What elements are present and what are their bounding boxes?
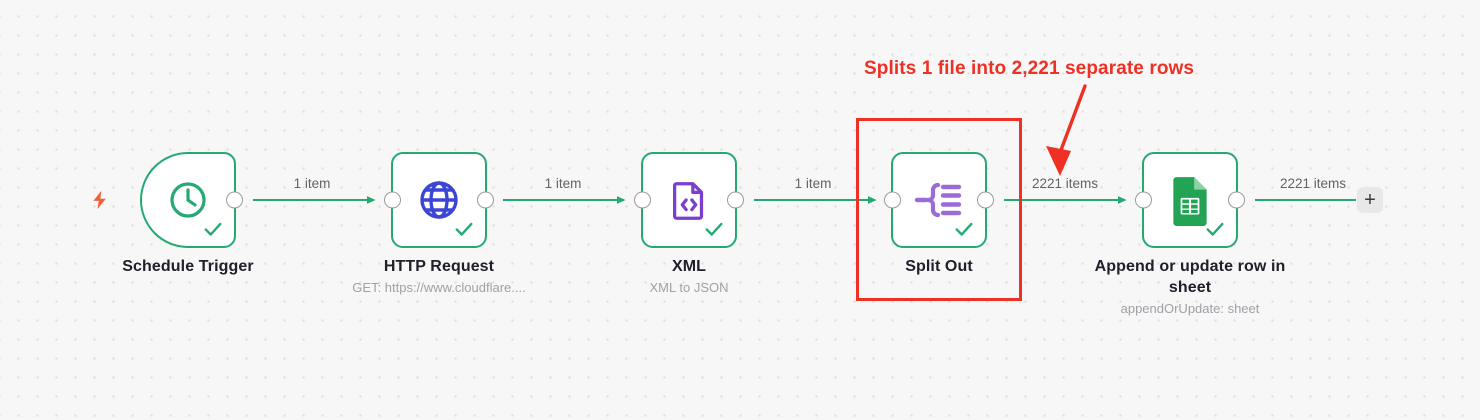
node-status-check-icon [703, 218, 725, 240]
add-node-button[interactable]: + [1357, 187, 1383, 213]
node-input-endpoint[interactable] [884, 191, 901, 209]
node-output-endpoint[interactable] [727, 191, 744, 209]
connection-label-1: 1 item [293, 176, 331, 191]
globe-icon [393, 174, 485, 226]
node-body[interactable] [884, 152, 994, 248]
node-output-endpoint[interactable] [1228, 191, 1245, 209]
node-body[interactable] [384, 152, 494, 248]
highlight-rectangle [856, 118, 1022, 301]
node-title: XML [671, 258, 707, 275]
google-sheets-icon [1144, 174, 1236, 226]
connection-label-4: 2221 items [1031, 176, 1099, 191]
node-body[interactable] [1135, 152, 1245, 248]
node-input-endpoint[interactable] [384, 191, 401, 209]
node-status-check-icon [453, 218, 475, 240]
node-status-check-icon [953, 218, 975, 240]
node-body[interactable] [634, 152, 744, 248]
node-split-out[interactable]: Split Out [884, 152, 994, 275]
node-schedule-trigger[interactable]: Schedule Trigger [122, 152, 254, 275]
node-subtitle: XML to JSON [649, 280, 729, 295]
node-subtitle: appendOrUpdate: sheet [1120, 301, 1260, 316]
node-output-endpoint[interactable] [226, 191, 243, 209]
split-out-icon [893, 174, 985, 226]
node-xml[interactable]: XML XML to JSON [634, 152, 744, 295]
node-body[interactable] [140, 152, 243, 248]
node-status-check-icon [202, 218, 224, 240]
node-output-endpoint[interactable] [477, 191, 494, 209]
annotation-arrow [1046, 84, 1087, 176]
node-append-or-update-row-in-sheet[interactable]: Append or update row in sheet appendOrUp… [1095, 152, 1285, 316]
node-title: Schedule Trigger [122, 258, 254, 275]
node-output-endpoint[interactable] [977, 191, 994, 209]
lightning-bolt-icon [90, 188, 110, 212]
connection-label-2: 1 item [544, 176, 582, 191]
node-input-endpoint[interactable] [1135, 191, 1152, 209]
node-title: HTTP Request [383, 258, 495, 275]
node-http-request[interactable]: HTTP Request GET: https://www.cloudflare… [352, 152, 526, 295]
connection-label-3: 1 item [794, 176, 832, 191]
xml-file-icon [643, 174, 735, 226]
annotation-text: Splits 1 file into 2,221 separate rows [864, 58, 1195, 79]
node-subtitle: GET: https://www.cloudflare.... [352, 280, 526, 295]
node-status-check-icon [1204, 218, 1226, 240]
connection-label-5: 2221 items [1279, 176, 1347, 191]
node-input-endpoint[interactable] [634, 191, 651, 209]
node-title: Append or update row in sheet [1094, 258, 1286, 296]
node-title: Split Out [905, 258, 973, 275]
clock-icon [142, 174, 234, 226]
